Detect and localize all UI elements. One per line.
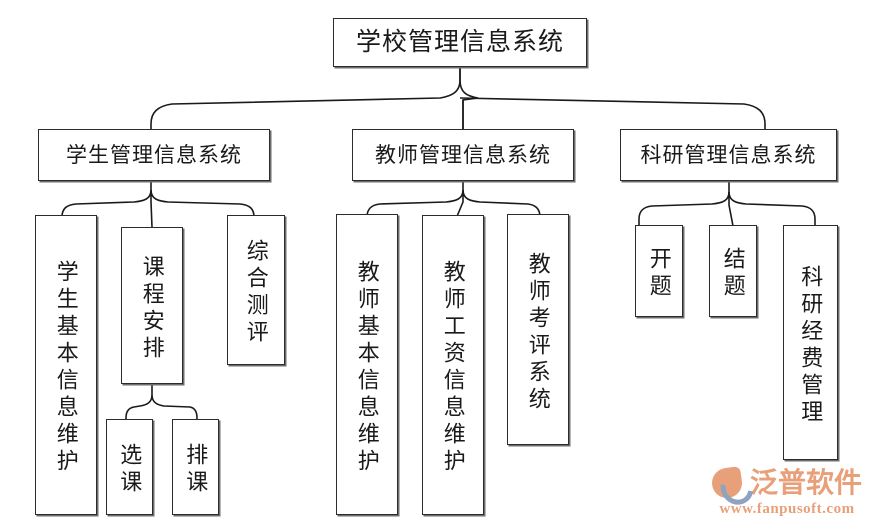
watermark: 泛普软件 www.fanpusoft.com (710, 463, 863, 525)
node-comprehensive-evaluation-label: 综合测评 (243, 239, 269, 347)
node-teacher-salary-info[interactable]: 教师工资信息维护 (422, 215, 484, 515)
node-student-basic-info[interactable]: 学生基本信息维护 (35, 215, 97, 515)
node-comprehensive-evaluation[interactable]: 综合测评 (227, 215, 285, 365)
node-student-mis-label: 学生管理信息系统 (66, 142, 242, 167)
node-teacher-appraisal-system[interactable]: 教师考评系统 (507, 214, 569, 445)
node-teacher-basic-info[interactable]: 教师基本信息维护 (336, 214, 398, 515)
node-research-mis[interactable]: 科研管理信息系统 (620, 129, 837, 181)
connector-student-mid (150, 190, 153, 228)
node-course-scheduling-label: 排课 (183, 443, 209, 497)
node-teacher-mis-label: 教师管理信息系统 (375, 142, 551, 167)
node-project-completion[interactable]: 结题 (709, 225, 757, 317)
node-teacher-mis[interactable]: 教师管理信息系统 (352, 129, 574, 181)
connector-root-to-research (459, 97, 766, 129)
connector-research-mid (728, 192, 734, 227)
node-course-scheduling[interactable]: 排课 (172, 419, 219, 515)
node-teacher-appraisal-system-label: 教师考评系统 (525, 251, 551, 414)
watermark-url-text: www.fanpusoft.com (719, 501, 855, 517)
node-root-label: 学校管理信息系统 (355, 28, 564, 56)
connector-research-right (728, 191, 816, 228)
node-project-completion-label: 结题 (720, 247, 746, 301)
connector-root-to-level2 (150, 67, 461, 129)
node-course-selection[interactable]: 选课 (106, 419, 153, 515)
node-research-fund-management-label: 科研经费管理 (798, 264, 824, 427)
node-research-fund-management[interactable]: 科研经费管理 (783, 225, 838, 460)
node-student-mis[interactable]: 学生管理信息系统 (38, 129, 270, 181)
connector-root-to-teacher (459, 79, 479, 129)
node-teacher-basic-info-label: 教师基本信息维护 (354, 259, 380, 476)
node-course-arrangement-label: 课程安排 (139, 254, 165, 363)
node-root[interactable]: 学校管理信息系统 (333, 18, 587, 67)
node-student-basic-info-label: 学生基本信息维护 (53, 260, 79, 476)
node-project-proposal[interactable]: 开题 (635, 225, 683, 317)
fanpu-logo-icon (710, 464, 760, 512)
node-course-arrangement[interactable]: 课程安排 (121, 227, 183, 384)
node-course-selection-label: 选课 (117, 443, 143, 497)
node-project-proposal-label: 开题 (646, 247, 672, 301)
node-research-mis-label: 科研管理信息系统 (640, 142, 817, 167)
connector-research-left (638, 191, 730, 228)
watermark-brand-row: 泛普软件 (710, 463, 863, 512)
watermark-brand-text: 泛普软件 (750, 467, 863, 498)
node-teacher-salary-info-label: 教师工资信息维护 (440, 260, 466, 476)
